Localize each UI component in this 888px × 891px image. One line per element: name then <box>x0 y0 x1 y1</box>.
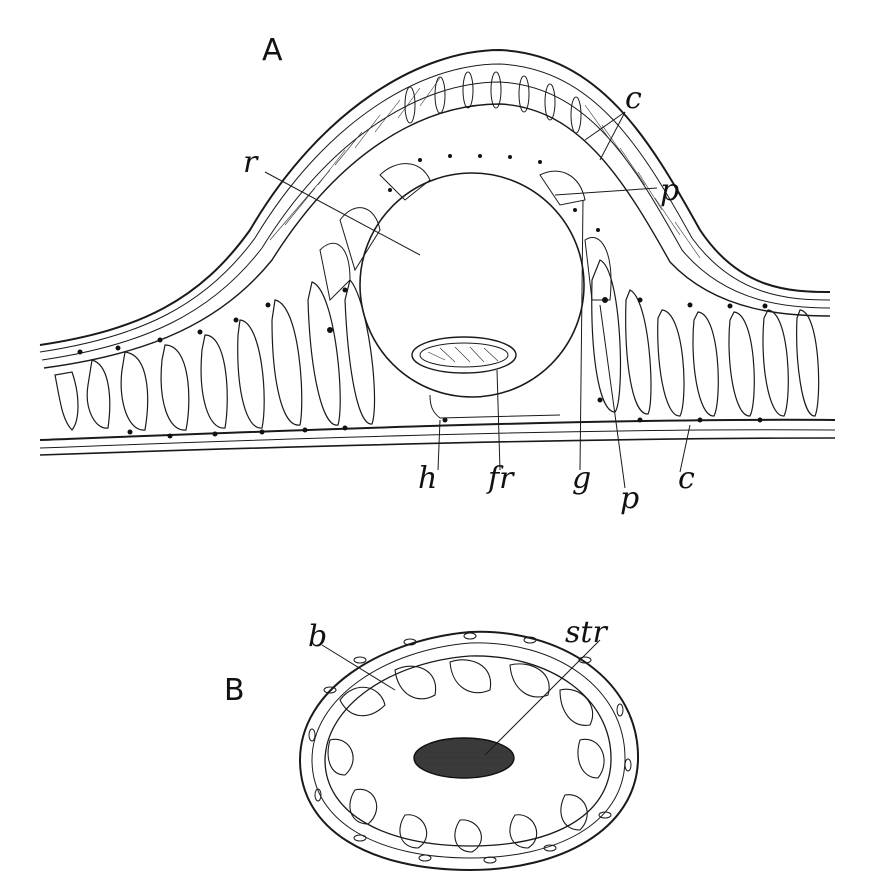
callout-h: h <box>418 461 437 496</box>
panel-a-label: A <box>262 33 283 68</box>
leader-b <box>321 644 396 691</box>
callout-g: g <box>572 461 591 496</box>
ring-cells <box>308 632 632 864</box>
sphere-r <box>359 172 585 398</box>
cuticle-hatching <box>269 77 701 259</box>
panel-a: A <box>39 33 836 516</box>
callout-p-top: p <box>660 173 679 208</box>
panel-b-label: B <box>224 673 245 708</box>
callout-c-top: c <box>625 81 642 116</box>
cuticle-layers <box>39 48 831 369</box>
callout-p-bottom: p <box>620 481 639 516</box>
body-fr <box>411 336 517 374</box>
callout-fr: fr <box>486 461 515 496</box>
callout-r: r <box>243 145 259 180</box>
panel-b: B <box>224 615 640 872</box>
callout-c-bottom: c <box>678 461 695 496</box>
basal-layers <box>39 418 836 456</box>
membrane-h <box>429 394 561 419</box>
radial-lobes <box>327 659 605 853</box>
callout-b: b <box>308 619 327 654</box>
ring-outer <box>298 630 640 872</box>
cuticle-cells <box>404 71 582 134</box>
callout-leaders <box>264 111 691 489</box>
leader-str <box>484 639 601 756</box>
callout-str: str <box>565 615 608 650</box>
nuclei <box>77 154 768 439</box>
palisade-cells <box>54 163 820 431</box>
